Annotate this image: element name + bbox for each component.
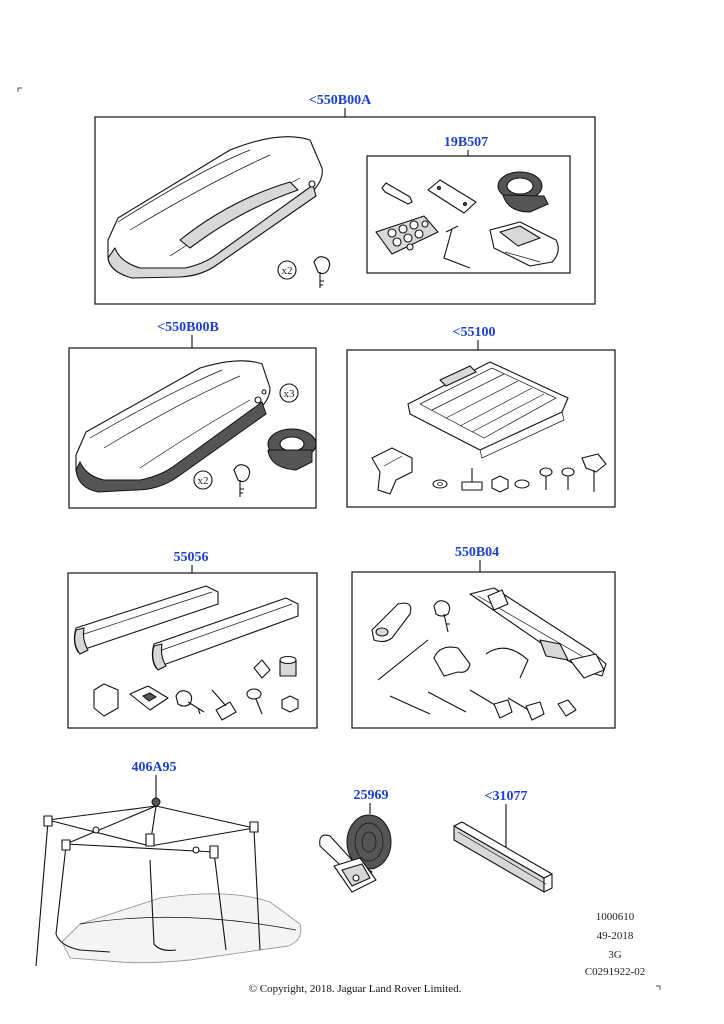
allen-key bbox=[443, 225, 471, 269]
callout-roof-box-b[interactable]: <550B00B bbox=[157, 320, 219, 335]
clamp-bracket bbox=[371, 447, 413, 495]
reference-block: 1000610 49-2018 3G C0291922-02 bbox=[585, 911, 646, 978]
group-frame bbox=[68, 347, 317, 509]
key-icon bbox=[233, 464, 251, 483]
callout-ratchet-strap[interactable]: 25969 bbox=[354, 788, 389, 803]
strap-roll bbox=[497, 171, 549, 213]
roof-box-a-illustration bbox=[107, 136, 323, 279]
keys-b-quantity: x2 bbox=[198, 475, 209, 487]
washer bbox=[514, 479, 530, 489]
t-bolt bbox=[461, 468, 483, 491]
nut-insert bbox=[557, 699, 577, 717]
corner-mark bbox=[17, 87, 22, 92]
roof-box-ghost bbox=[61, 893, 302, 964]
bolt bbox=[389, 695, 431, 715]
reference-date-code: 49-2018 bbox=[597, 930, 634, 942]
foam-pad-sheet bbox=[375, 215, 439, 255]
wheel-strap bbox=[485, 647, 529, 679]
straps-b-quantity: x3 bbox=[284, 388, 296, 400]
bolt bbox=[427, 691, 467, 713]
group-frame bbox=[366, 155, 571, 274]
handle-bracket bbox=[381, 182, 413, 205]
reference-number: 1000610 bbox=[596, 911, 635, 923]
key bbox=[175, 690, 205, 715]
corner-mark bbox=[656, 985, 661, 990]
washer bbox=[432, 479, 448, 489]
callout-box-hoist[interactable]: 406A95 bbox=[131, 760, 176, 775]
keys-a-quantity: x2 bbox=[282, 265, 293, 277]
mounting-plate bbox=[427, 179, 477, 214]
spacer-sleeve bbox=[279, 655, 297, 677]
clamp-jaw bbox=[371, 602, 412, 643]
bike-frame-holder bbox=[469, 587, 607, 679]
keys-b: x2 bbox=[193, 464, 251, 497]
t-bolt bbox=[211, 689, 237, 721]
group-roof-rail: <31077 bbox=[453, 789, 553, 893]
group-roof-box-b: <550B00B x3 x2 bbox=[68, 320, 317, 509]
knob-bolt bbox=[507, 697, 545, 721]
group-frame bbox=[346, 349, 616, 508]
rubber-pad bbox=[253, 659, 271, 679]
group-luggage-rack: <55100 bbox=[346, 325, 616, 508]
roof-box-b-illustration bbox=[75, 360, 271, 493]
keys-a: x2 bbox=[277, 256, 331, 288]
copyright-footer: © Copyright, 2018. Jaguar Land Rover Lim… bbox=[249, 983, 462, 995]
group-roof-box-a: <550B00A x2 19B507 bbox=[94, 93, 596, 305]
group-accessory-kit: 19B507 bbox=[366, 135, 571, 274]
knob-bolt bbox=[581, 453, 607, 492]
rack-basket bbox=[407, 361, 569, 459]
callout-roof-rail[interactable]: <31077 bbox=[485, 789, 528, 804]
ratchet-strap-illustration bbox=[319, 814, 392, 893]
strap-roll-b: x3 bbox=[267, 383, 317, 471]
callout-accessory-kit[interactable]: 19B507 bbox=[444, 135, 488, 150]
ski-rail bbox=[73, 585, 219, 655]
group-ratchet-strap: 25969 bbox=[319, 788, 392, 893]
reference-drawing-id: C0291922-02 bbox=[585, 966, 646, 978]
callout-ski-carrier[interactable]: 55056 bbox=[174, 550, 209, 565]
screw bbox=[539, 467, 553, 490]
group-bike-carrier: 550B04 bbox=[351, 545, 616, 729]
nut bbox=[491, 475, 509, 493]
group-frame bbox=[67, 572, 318, 729]
clamp-block bbox=[93, 683, 119, 717]
ski-rail bbox=[151, 597, 299, 671]
group-frame bbox=[94, 116, 596, 305]
quantity-badge bbox=[279, 383, 299, 403]
rail-bar-illustration bbox=[453, 821, 553, 893]
callout-bike-carrier[interactable]: 550B04 bbox=[455, 545, 499, 560]
wheel-holder bbox=[433, 646, 471, 677]
nut bbox=[281, 695, 299, 713]
reference-revision: 3G bbox=[608, 949, 622, 961]
callout-roof-box-a[interactable]: <550B00A bbox=[309, 93, 372, 108]
knob-bolt bbox=[246, 688, 263, 715]
key-icon bbox=[313, 256, 331, 275]
screw bbox=[561, 467, 575, 490]
hoist-illustration bbox=[35, 797, 302, 967]
quantity-badge bbox=[277, 260, 297, 280]
group-frame bbox=[351, 571, 616, 729]
knob-bolt bbox=[469, 689, 513, 719]
group-ski-carrier: 55056 bbox=[67, 550, 318, 729]
cable-tie bbox=[377, 639, 429, 681]
latch-clamp bbox=[489, 221, 559, 267]
quantity-badge bbox=[193, 470, 213, 490]
group-box-hoist: 406A95 bbox=[35, 760, 302, 967]
key bbox=[433, 600, 451, 633]
callout-luggage-rack[interactable]: <55100 bbox=[453, 325, 496, 340]
